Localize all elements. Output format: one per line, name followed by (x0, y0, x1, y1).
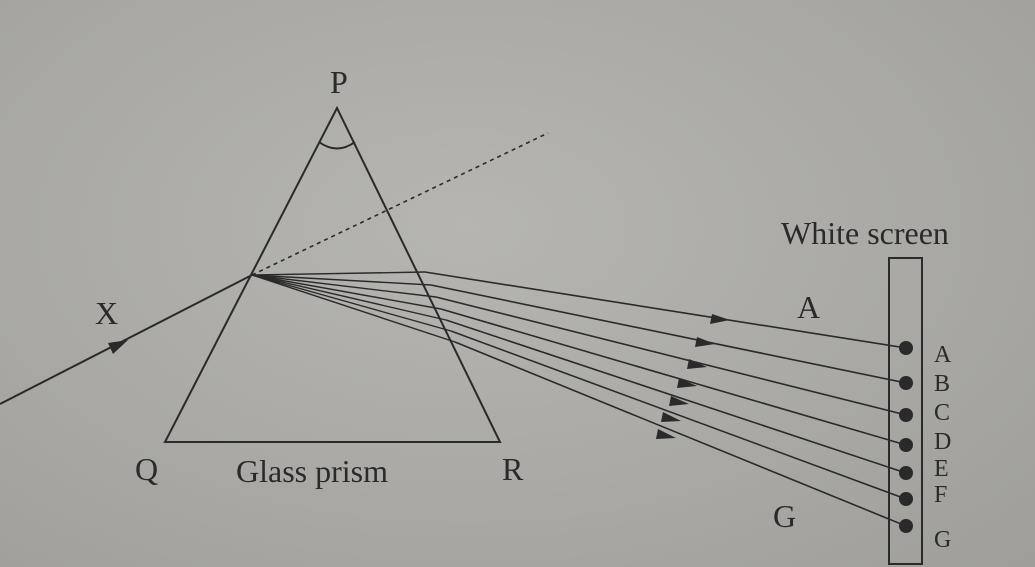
screen-spot-b (899, 376, 913, 390)
ray-arrow-f (661, 412, 681, 422)
screen-spot-f (899, 492, 913, 506)
screen-spot-c (899, 408, 913, 422)
outer-ray-b (430, 284, 907, 384)
base-left-label: Q (135, 451, 158, 487)
inner-ray-f (251, 274, 452, 332)
incident-ray-arrow (108, 340, 128, 354)
screen-spot-g (899, 519, 913, 533)
glass-prism (163, 105, 502, 443)
spot-letter-f: F (934, 482, 947, 508)
screen-spot-group (899, 341, 913, 533)
prism-name-label: Glass prism (236, 453, 388, 489)
ray-label-top: A (797, 289, 820, 325)
apex-label: P (330, 64, 348, 100)
spot-letter-c: C (934, 400, 950, 426)
dotted-extension-line (251, 132, 549, 276)
ray-arrow-g (656, 429, 676, 439)
spot-letter-a: A (934, 342, 952, 368)
ray-arrow-group (656, 314, 730, 439)
inner-ray-e (251, 274, 447, 321)
screen-spot-a (899, 341, 913, 355)
ray-label-bottom: G (773, 498, 796, 534)
ray-arrow-e (669, 396, 689, 406)
screen-spot-e (899, 466, 913, 480)
outer-ray-c (435, 296, 907, 416)
inner-ray-b (251, 274, 432, 286)
ray-arrow-b (695, 337, 715, 347)
spot-letter-e: E (934, 456, 949, 482)
incident-ray-label: X (95, 295, 118, 331)
screen-spot-d (899, 438, 913, 452)
inner-ray-d (251, 274, 442, 310)
screen-title: White screen (781, 215, 949, 251)
inner-ray-c (251, 274, 437, 298)
outer-ray-a (424, 271, 907, 349)
spot-letter-g: G (934, 527, 951, 553)
outer-ray-e (445, 319, 907, 474)
incident-ray (0, 274, 253, 405)
inner-ray-group (251, 271, 456, 343)
spot-letter-group: A B C D E F G (934, 342, 952, 553)
outer-ray-g (454, 341, 907, 527)
spot-letter-b: B (934, 371, 950, 397)
inner-ray-g (251, 274, 456, 343)
apex-angle-arc (318, 141, 356, 150)
base-right-label: R (502, 451, 524, 487)
inner-ray-a (251, 271, 426, 276)
ray-arrow-c (687, 359, 707, 369)
spot-letter-d: D (934, 429, 951, 455)
outer-ray-group (424, 271, 907, 527)
outer-ray-d (440, 308, 907, 446)
ray-arrow-d (677, 378, 697, 388)
ray-arrow-a (710, 314, 730, 324)
outer-ray-f (450, 330, 907, 500)
